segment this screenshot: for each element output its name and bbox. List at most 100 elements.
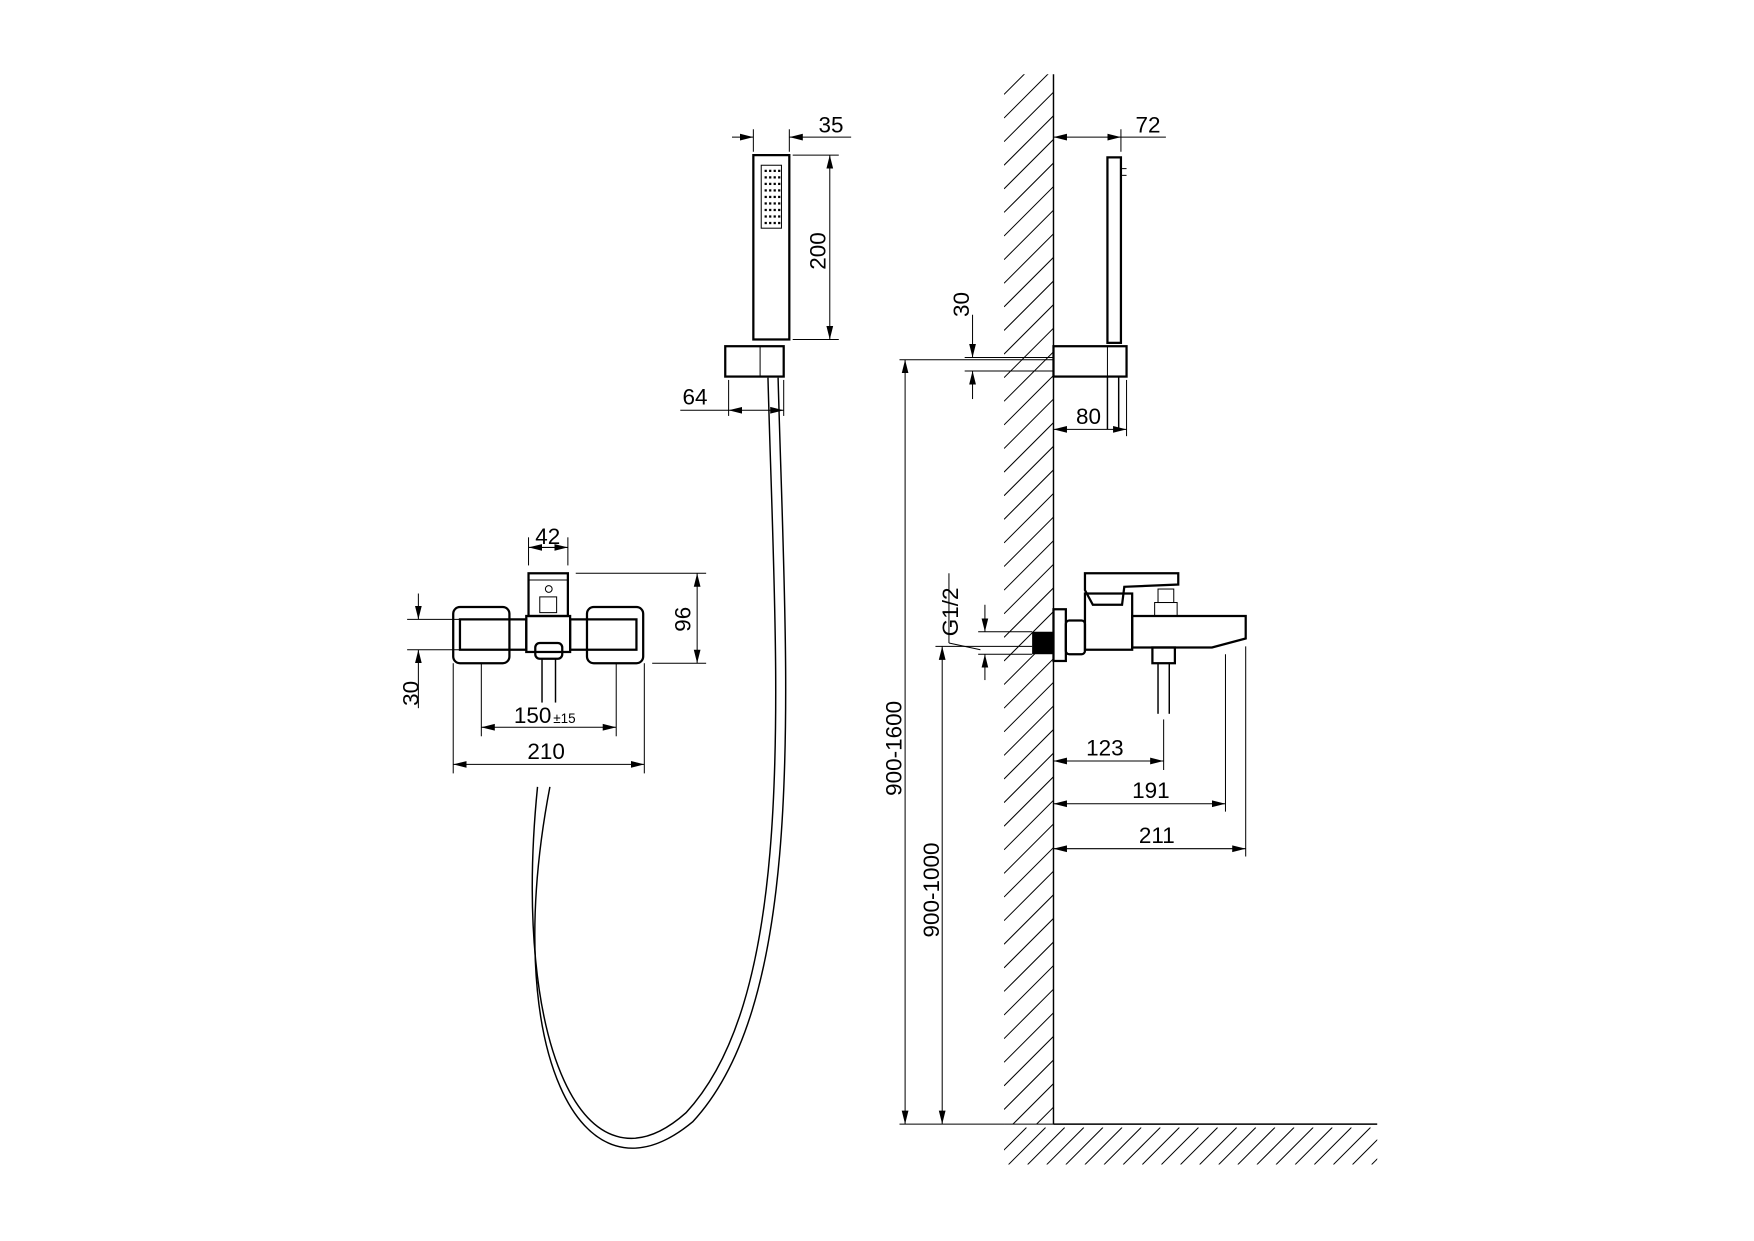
dim-label: 64 [683,385,708,410]
hatch-line [1004,1059,1054,1110]
hatch-line [1141,1127,1180,1165]
hatch-line [1004,729,1054,780]
nozzle [773,169,776,172]
hatch-line [1004,823,1054,874]
dim-30-front: 30 [398,593,460,709]
dim-35: 35 [731,113,852,152]
hatch-line [1391,1127,1428,1164]
hatch-line [1004,493,1054,544]
nozzle [773,215,776,218]
nozzle [764,195,767,199]
handshower-front [724,154,791,378]
mixer-side [1032,572,1247,714]
hatch-line [1004,74,1025,95]
dim-123: 123 [1053,719,1165,771]
nozzle [778,182,781,186]
hatch-line [1352,1139,1378,1165]
hatch-line [1004,681,1054,733]
nozzle [769,195,772,199]
nozzle [773,182,776,186]
nozzle [773,189,776,192]
nozzle [769,182,772,186]
hatch-line [1004,658,1054,709]
hatch-line [1004,894,1054,945]
hatch-line [1004,1012,1054,1063]
nozzle [769,202,772,205]
hatch-line [1004,540,1054,591]
hatch-line [1065,1127,1104,1165]
hatch-line [1004,91,1054,142]
nozzle [773,176,776,179]
hatch-line [1004,776,1054,827]
hatch-line [1004,847,1054,898]
dim-label: 900-1000 [919,843,944,938]
hatch-line [1004,209,1054,261]
nozzle [778,215,781,218]
nozzle [769,221,772,225]
hatch-line [1004,327,1054,379]
hatch-line [1004,1178,1053,1227]
hatch-line [1004,304,1054,355]
dim-label: 150 [514,703,552,728]
hatch-line [1004,162,1054,213]
hatch-line [1103,1127,1142,1165]
hatch-line [1004,516,1054,567]
hatch-line [1180,1127,1218,1165]
holder-side [1052,345,1128,378]
nozzle [778,208,781,212]
hatch-line [1275,1127,1314,1165]
hatch-line [1410,1127,1447,1164]
hatch-line [1161,1127,1199,1165]
hatch-line [1004,563,1054,615]
nozzle [769,189,772,192]
wall [1004,74,1447,1227]
dim-label: 191 [1132,778,1170,803]
hatch-line [1004,965,1054,1016]
dim-label: 35 [819,113,844,138]
dim-191: 191 [1053,654,1226,812]
hatch-line [1084,1127,1123,1165]
hatch-line [1004,422,1054,473]
handshower-side [1052,156,1128,430]
nozzle [764,215,767,218]
nozzle [764,176,767,179]
dim-42: 42 [528,524,569,566]
hatch-line [1004,115,1054,166]
hatch-line [1004,74,1049,119]
dim-30-side: 30 [949,292,1054,400]
tolerance-label: ±15 [553,711,575,726]
hatch-line [1004,398,1054,449]
nozzle [778,195,781,199]
nozzle [769,215,772,218]
nozzle [778,189,781,192]
spray-nozzles [764,169,781,225]
dim-label: 210 [527,739,565,764]
nozzle [778,169,781,172]
nozzle [764,202,767,205]
hatch-line [1004,870,1054,921]
dim-label: 211 [1139,823,1175,848]
hatch-line [1004,918,1054,969]
dim-label: 42 [535,524,560,549]
nozzle [764,182,767,186]
hatch-line [1004,587,1054,638]
nozzle [764,189,767,192]
mixer-front [452,572,645,703]
nozzle [778,202,781,205]
nozzle [769,208,772,212]
dim-g12: G1/2 [938,573,1033,681]
nozzle [773,221,776,225]
hatch-line [1008,1127,1046,1165]
hatch-line [1294,1127,1333,1165]
shower-hose [531,377,787,1149]
hatch-line [1004,1036,1054,1087]
hatch-line [1012,1083,1054,1125]
hatch-line [1256,1127,1295,1165]
side-view: 72 30 80 900-1600 900-1000 [882,74,1447,1227]
hatch-line [1046,1127,1085,1165]
hatch-line [1004,186,1054,237]
nozzle [764,208,767,212]
dim-label: 123 [1086,735,1124,760]
hatch-line [1313,1127,1352,1165]
hatch-line [1004,233,1054,284]
